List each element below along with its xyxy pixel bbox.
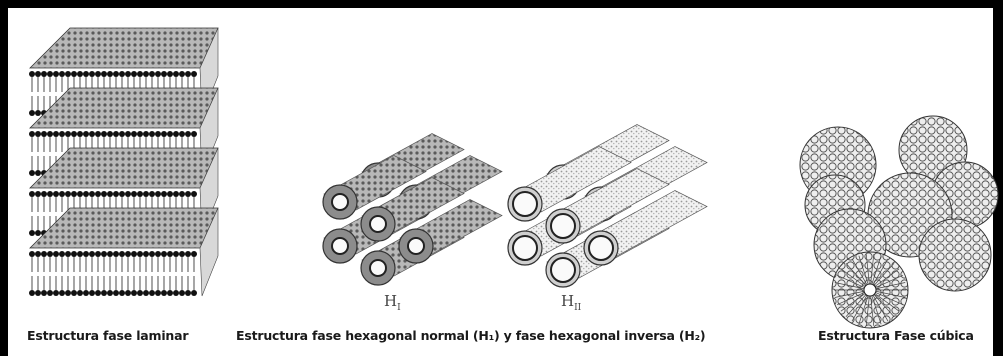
- h1-symbol: HI: [384, 292, 401, 313]
- caption-hexagonal: Estructura fase hexagonal normal (H₁) y …: [236, 328, 705, 343]
- cylinder-core: [370, 216, 386, 232]
- lamellar-bilayer: [29, 208, 218, 296]
- cylinder-core: [551, 258, 575, 282]
- cylinder-core: [513, 192, 537, 216]
- cylinder-core: [332, 194, 348, 210]
- cylinder-core: [370, 260, 386, 276]
- hexagonal-inverse-diagram: [508, 125, 707, 288]
- cubic-micelle: [919, 219, 991, 291]
- cylinder-core: [551, 214, 575, 238]
- micelle-core: [864, 284, 876, 296]
- cylinder-core: [513, 236, 537, 260]
- cylinder-core: [332, 238, 348, 254]
- h2-symbol: HII: [561, 292, 581, 313]
- cylinder-core: [589, 236, 613, 260]
- caption-laminar: Estructura fase laminar: [27, 328, 188, 343]
- laminar-stack: [29, 28, 218, 296]
- caption-cubic: Estructura Fase cúbica: [818, 328, 974, 343]
- cubic-phase-diagram: [800, 116, 998, 328]
- hexagonal-normal-diagram: [323, 134, 502, 286]
- cylinder-core: [408, 238, 424, 254]
